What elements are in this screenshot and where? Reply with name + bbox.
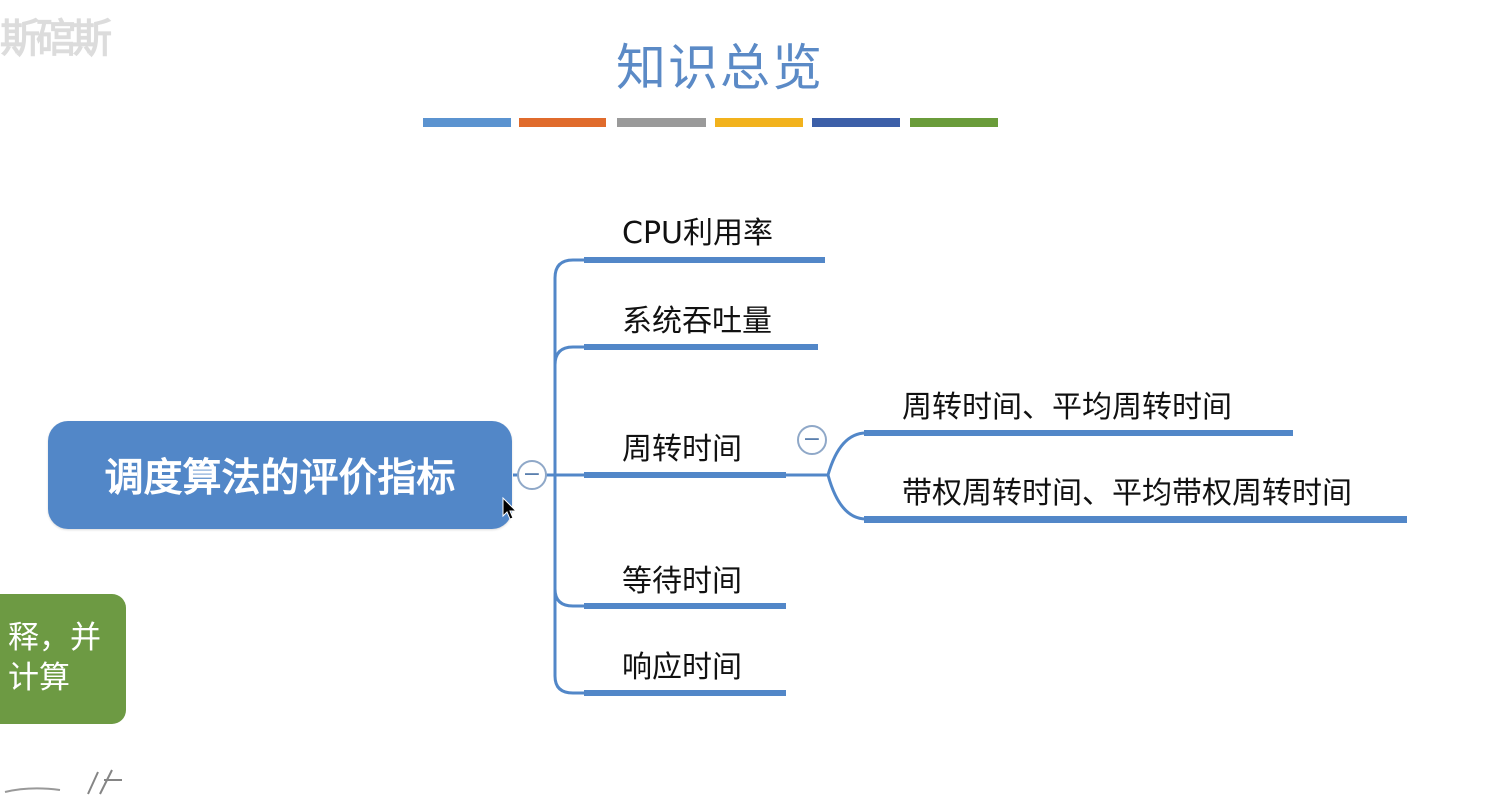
handwriting-sketch — [4, 769, 122, 795]
color-bar-4 — [715, 118, 803, 127]
branch-waiting-time[interactable]: 等待时间 — [622, 564, 742, 599]
branch-response-time[interactable]: 响应时间 — [622, 650, 742, 685]
collapse-root-icon[interactable]: − — [517, 460, 547, 490]
root-node[interactable]: 调度算法的评价指标 — [48, 421, 512, 529]
color-bar-1 — [423, 118, 511, 127]
root-node-label: 调度算法的评价指标 — [104, 456, 456, 501]
side-note-line-1: 释，并 — [8, 620, 101, 656]
branch-cpu-utilization[interactable]: CPU利用率 — [622, 216, 773, 251]
underline-sub-1 — [864, 430, 1293, 436]
collapse-turnaround-icon[interactable]: − — [797, 425, 827, 455]
branch-turnaround-time[interactable]: 周转时间 — [622, 432, 742, 467]
side-note-line-2: 计算 — [8, 660, 70, 696]
underline-throughput — [584, 344, 818, 350]
underline-cpu — [584, 257, 825, 263]
mouse-pointer-icon — [502, 497, 518, 520]
side-note-card: 释，并 计算 — [0, 594, 126, 724]
branch-system-throughput[interactable]: 系统吞吐量 — [622, 304, 772, 339]
connector-throughput — [553, 345, 585, 366]
underline-turnaround — [584, 472, 786, 478]
connector-wait — [553, 588, 585, 608]
sub-branch-weighted-turnaround[interactable]: 带权周转时间、平均带权周转时间 — [902, 476, 1352, 511]
connector-cpu — [553, 258, 585, 279]
connector-sub-1 — [826, 431, 867, 476]
color-bar-2 — [519, 118, 606, 127]
underline-wait — [584, 603, 786, 609]
underline-sub-2 — [864, 516, 1407, 523]
watermark-logo: 斯䃔斯 — [0, 15, 112, 62]
underline-response — [584, 690, 786, 696]
color-bar-6 — [910, 118, 998, 127]
color-bar-3 — [617, 118, 706, 127]
color-bar-5 — [812, 118, 900, 127]
connector-response — [553, 675, 585, 695]
page-title: 知识总览 — [616, 39, 824, 97]
connector-sub-2 — [826, 474, 867, 521]
sub-branch-turnaround-average[interactable]: 周转时间、平均周转时间 — [902, 390, 1232, 425]
